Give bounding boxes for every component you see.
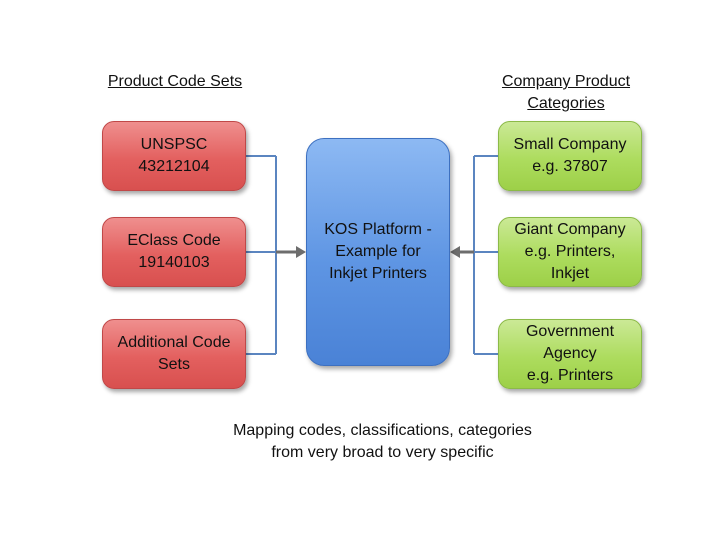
box-line: e.g. Printers [526, 367, 614, 384]
left-arrow [276, 246, 306, 258]
heading-line: Company Product [501, 73, 631, 90]
box-line: e.g. Printers, [524, 243, 616, 260]
heading-line: Categories [527, 95, 605, 112]
box-line: 43212104 [138, 158, 210, 175]
company-box-small: Small Company e.g. 37807 [498, 121, 642, 191]
caption-line: from very broad to very specific [271, 444, 494, 461]
left-bracket [246, 155, 277, 355]
product-code-sets-heading: Product Code Sets [107, 73, 243, 90]
box-line: UNSPSC [140, 136, 208, 153]
box-line: Government [525, 323, 615, 340]
box-line: Inkjet [550, 265, 590, 282]
right-arrow [450, 246, 474, 258]
box-line: Inkjet Printers [329, 265, 427, 282]
diagram-caption: Mapping codes, classifications, categori… [180, 420, 585, 464]
box-line: Additional Code [117, 334, 231, 351]
code-set-box-unspsc: UNSPSC 43212104 [102, 121, 246, 191]
box-line: EClass Code [127, 232, 221, 249]
box-line: Agency [543, 345, 597, 362]
box-line: KOS Platform - [324, 221, 432, 238]
box-line: 19140103 [138, 254, 210, 271]
box-line: e.g. 37807 [532, 158, 608, 175]
box-line: Sets [157, 356, 190, 373]
company-product-categories-heading: Company Product Categories [480, 71, 652, 115]
caption-line: Mapping codes, classifications, categori… [233, 422, 532, 439]
code-set-box-additional: Additional Code Sets [102, 319, 246, 389]
company-box-government: Government Agency e.g. Printers [498, 319, 642, 389]
right-bracket [473, 155, 498, 355]
box-line: Small Company [513, 136, 627, 153]
company-box-giant: Giant Company e.g. Printers, Inkjet [498, 217, 642, 287]
kos-platform-box: KOS Platform - Example for Inkjet Printe… [306, 138, 450, 366]
code-set-box-eclass: EClass Code 19140103 [102, 217, 246, 287]
box-line: Example for [335, 243, 421, 260]
box-line: Giant Company [514, 221, 626, 238]
